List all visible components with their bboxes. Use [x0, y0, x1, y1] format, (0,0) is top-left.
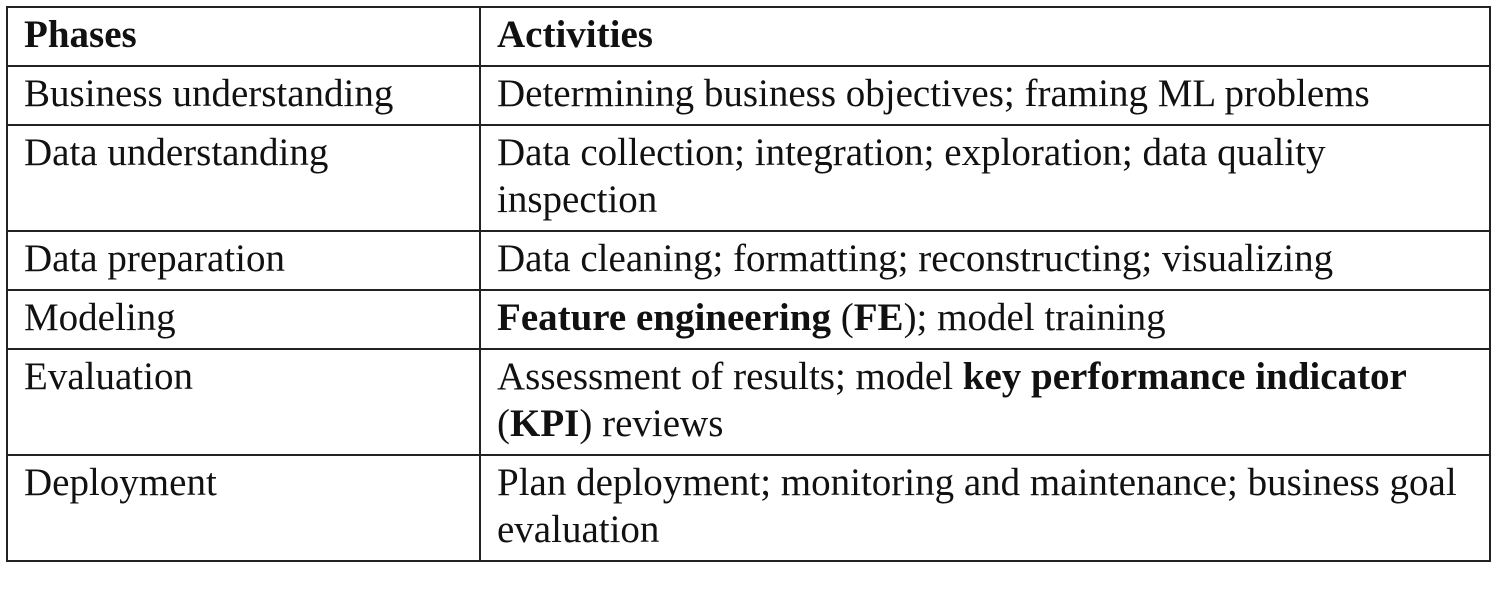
activities-cell: Feature engineering (FE); model training	[479, 289, 1491, 350]
activity-text: Data cleaning; formatting; reconstructin…	[497, 237, 1334, 280]
activities-cell: Determining business objectives; framing…	[479, 65, 1491, 126]
table-row: Modeling Feature engineering (FE); model…	[6, 289, 1491, 350]
phase-cell: Modeling	[6, 289, 481, 350]
phases-activities-table: Phases Activities Business understanding…	[6, 6, 1491, 562]
activities-cell: Data cleaning; formatting; reconstructin…	[479, 230, 1491, 291]
phase-cell: Deployment	[6, 454, 481, 562]
table-row: Data preparation Data cleaning; formatti…	[6, 230, 1491, 291]
activity-text: (	[830, 296, 854, 339]
header-activities: Activities	[479, 6, 1491, 67]
phase-cell: Business understanding	[6, 65, 481, 126]
activity-term: key performance indicator	[962, 355, 1407, 398]
phase-cell: Data understanding	[6, 124, 481, 232]
table-row: Deployment Plan deployment; monitoring a…	[6, 454, 1491, 562]
table-header-row: Phases Activities	[6, 6, 1491, 67]
activity-text: Plan deployment; monitoring and maintena…	[497, 461, 1457, 551]
table-row: Data understanding Data collection; inte…	[6, 124, 1491, 232]
activity-text: (	[497, 402, 510, 445]
header-phases: Phases	[6, 6, 481, 67]
table-row: Business understanding Determining busin…	[6, 65, 1491, 126]
activity-text: Determining business objectives; framing…	[497, 72, 1370, 115]
activity-acronym: KPI	[510, 402, 580, 445]
activity-text: Data collection; integration; exploratio…	[497, 131, 1326, 221]
activity-text: ) reviews	[579, 402, 724, 445]
phase-cell: Data preparation	[6, 230, 481, 291]
phase-cell: Evaluation	[6, 348, 481, 456]
activity-term: Feature engineering	[497, 296, 831, 339]
activities-cell: Plan deployment; monitoring and maintena…	[479, 454, 1491, 562]
activity-acronym: FE	[853, 296, 904, 339]
activity-text: ); model training	[903, 296, 1166, 339]
activities-cell: Data collection; integration; exploratio…	[479, 124, 1491, 232]
table-row: Evaluation Assessment of results; model …	[6, 348, 1491, 456]
activities-cell: Assessment of results; model key perform…	[479, 348, 1491, 456]
activity-text: Assessment of results; model	[497, 355, 963, 398]
